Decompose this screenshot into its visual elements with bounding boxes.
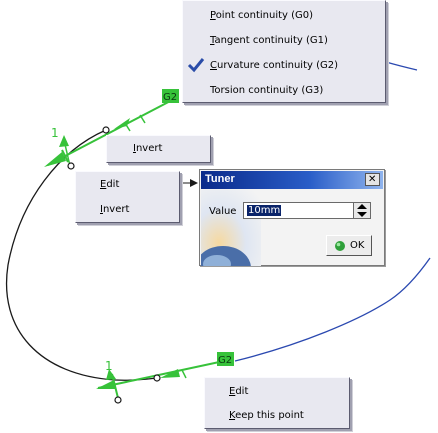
close-icon: ✕: [368, 174, 377, 185]
invert-menu: Invert: [106, 135, 211, 163]
menu-item-label: Edit: [229, 386, 249, 397]
menu-item-edit[interactable]: Edit: [205, 380, 349, 404]
bottom-handle-point[interactable]: [114, 396, 122, 404]
menu-item-torsion-continuity[interactable]: Torsion continuity (G3): [183, 79, 385, 103]
value-spinner[interactable]: [353, 202, 371, 219]
ok-button[interactable]: OK: [326, 235, 372, 256]
tension-number-bottom: 1: [105, 359, 113, 373]
spin-up-icon[interactable]: [354, 203, 370, 210]
menu-item-label: Invert: [100, 204, 130, 215]
menu-item-label: Keep this point: [229, 410, 304, 421]
tuner-title: Tuner: [205, 173, 235, 185]
edit-keep-menu: Edit Keep this point: [204, 377, 350, 429]
value-input[interactable]: 10mm: [243, 202, 370, 219]
menu-item-invert[interactable]: Invert: [107, 137, 210, 161]
tuner-dialog: Tuner ✕ Value 10mm OK: [199, 169, 385, 266]
ok-status-icon: [335, 241, 345, 251]
menu-item-label: Torsion continuity (G3): [210, 85, 324, 96]
value-label: Value: [209, 206, 237, 217]
menu-item-invert[interactable]: Invert: [76, 198, 179, 222]
g2-tag-top-box[interactable]: [162, 89, 179, 103]
g2-tag-top: G2: [163, 92, 177, 103]
g2-tag-bottom-box[interactable]: [217, 352, 234, 366]
menu-item-label: Invert: [133, 143, 163, 154]
value-text: 10mm: [247, 205, 282, 216]
menu-item-tangent-continuity[interactable]: Tangent continuity (G1): [183, 29, 385, 53]
top-control-point[interactable]: [102, 126, 110, 134]
continuity-menu: Point continuity (G0) Tangent continuity…: [182, 0, 386, 103]
edit-leader-arrow: [190, 179, 198, 187]
menu-item-curvature-continuity[interactable]: Curvature continuity (G2): [183, 54, 385, 78]
menu-item-label: Tangent continuity (G1): [210, 35, 328, 46]
g2-tag-bottom: G2: [218, 355, 232, 366]
spin-down-icon[interactable]: [354, 211, 370, 218]
bottom-tangent-manipulator[interactable]: [96, 360, 225, 399]
menu-item-label: Curvature continuity (G2): [210, 60, 338, 71]
menu-item-label: Edit: [100, 179, 120, 190]
close-button[interactable]: ✕: [365, 173, 380, 186]
blue-curve-top[interactable]: [385, 61, 418, 71]
menu-item-label: Point continuity (G0): [210, 10, 314, 21]
edit-invert-menu: Edit Invert: [75, 171, 180, 223]
top-handle-point[interactable]: [67, 162, 75, 170]
menu-item-edit[interactable]: Edit: [76, 173, 179, 197]
bottom-control-point[interactable]: [153, 374, 161, 382]
tension-number-top: 1: [51, 126, 59, 140]
black-curve[interactable]: [6, 129, 158, 381]
ok-label: OK: [350, 240, 365, 251]
menu-item-keep-this-point[interactable]: Keep this point: [205, 404, 349, 428]
blue-curve-bottom[interactable]: [234, 257, 431, 362]
menu-item-point-continuity[interactable]: Point continuity (G0): [183, 4, 385, 28]
top-tangent-manipulator[interactable]: [44, 96, 179, 167]
tuner-titlebar[interactable]: Tuner ✕: [201, 171, 383, 189]
checkmark-icon: [187, 58, 205, 73]
